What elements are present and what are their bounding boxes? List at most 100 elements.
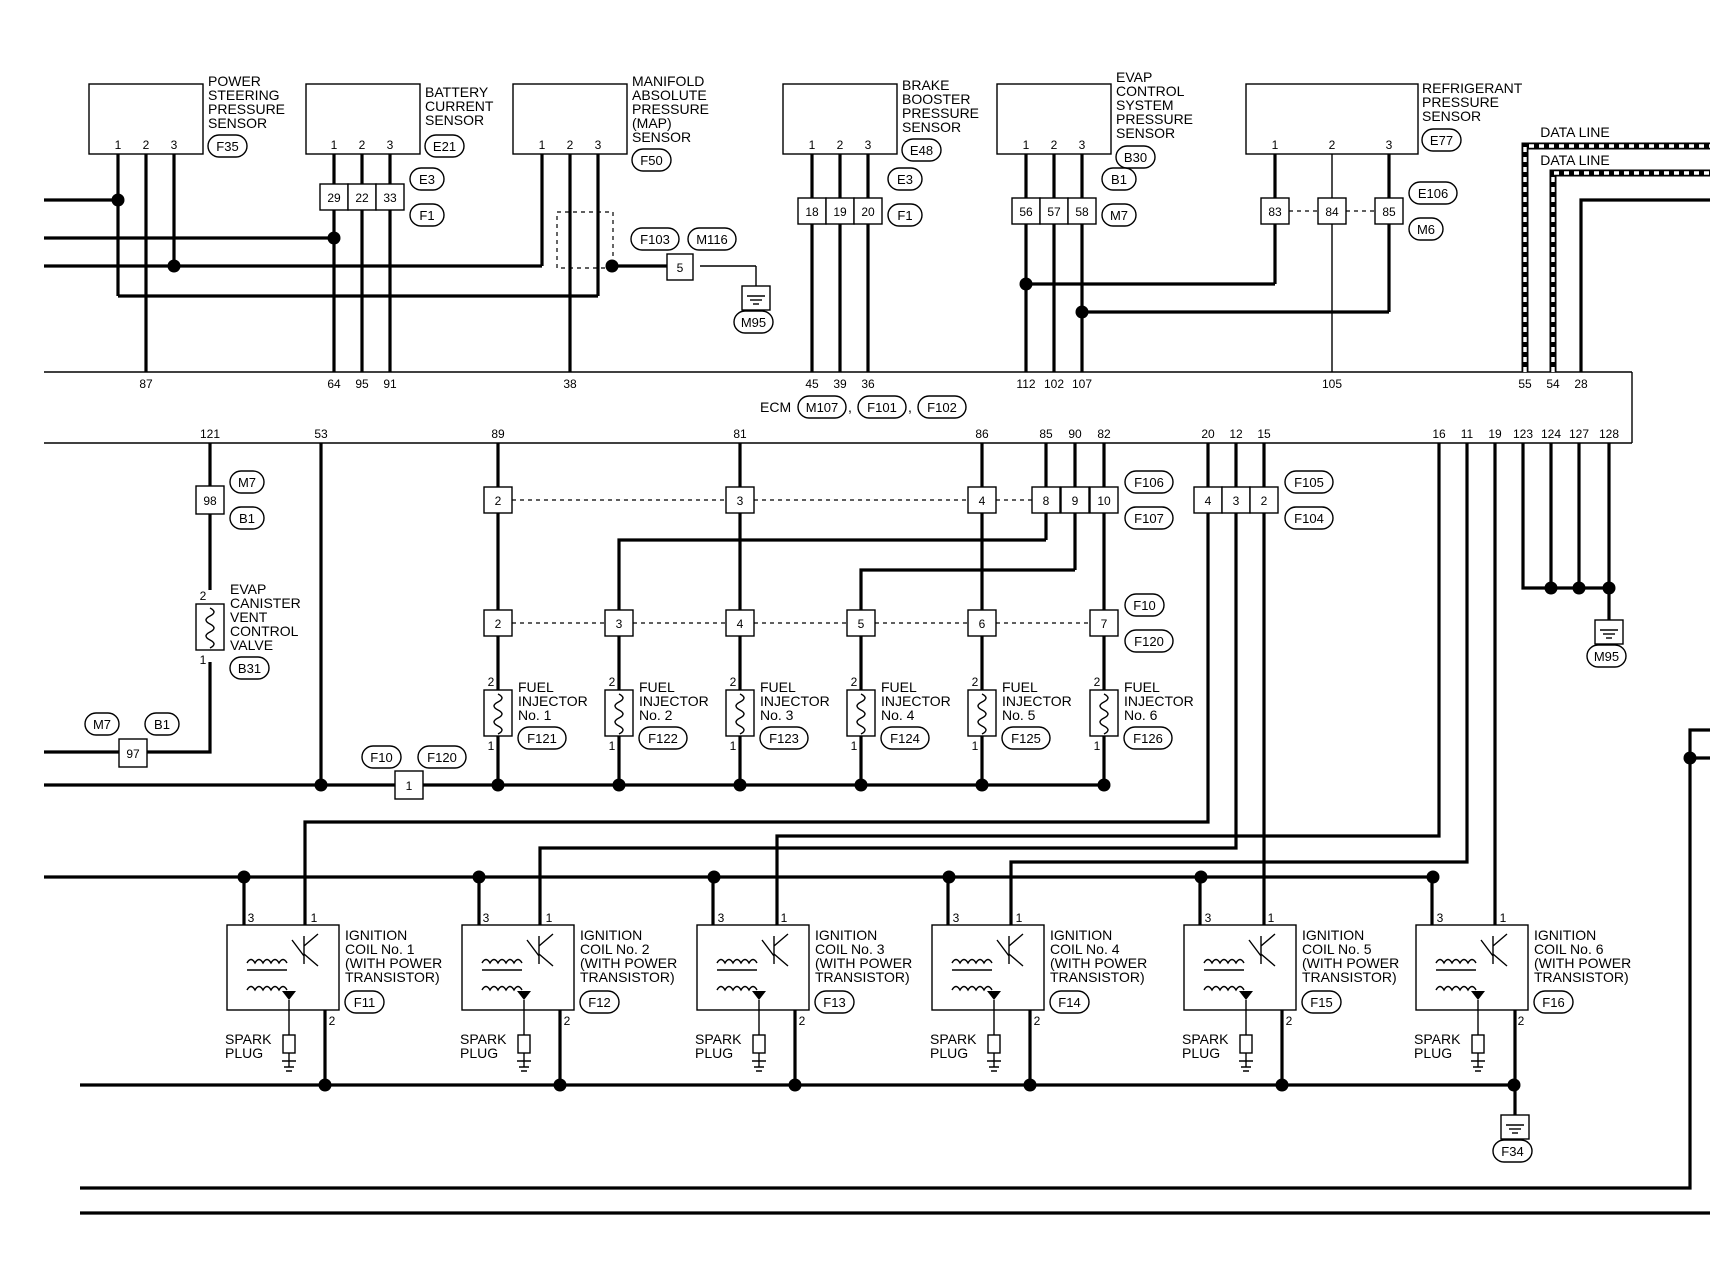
evap-inline-tag: B1 xyxy=(1111,172,1127,187)
ref-inline-tag-outline xyxy=(1408,217,1444,241)
power-transistor-icon xyxy=(1480,933,1508,967)
ignition-coil-pin: 1 xyxy=(311,911,318,925)
injector-lower-pin: 5 xyxy=(858,617,865,631)
spark-diode-icon xyxy=(752,991,766,1000)
fuel-injector-coil-icon xyxy=(977,693,987,735)
ignition-coil-label: TRANSISTOR) xyxy=(1534,969,1629,985)
bb-inline-tag: F1 xyxy=(897,208,912,223)
bb-inline-pin: 19 xyxy=(833,205,847,219)
splice-dot xyxy=(605,259,619,273)
ignition-coil-body xyxy=(461,924,575,1011)
bb-connector-tag-outline xyxy=(901,138,942,162)
splice-dot xyxy=(788,1078,802,1092)
injector-common-tag: F120 xyxy=(427,750,457,765)
ignition-coil-pin: 1 xyxy=(1016,911,1023,925)
ignition-coil-winding-icon xyxy=(1435,985,1477,992)
bc-inline-pin-box xyxy=(319,183,349,211)
injector-lower-pin: 3 xyxy=(616,617,623,631)
injector-lower-tag: F10 xyxy=(1133,598,1155,613)
map-sensor-label: ABSOLUTE xyxy=(632,87,707,103)
coil-ground-label-outline xyxy=(1492,1139,1533,1163)
bc-inline-tag-outline xyxy=(409,203,445,227)
ecm-bottom-terminal: 12 xyxy=(1229,427,1243,441)
ignition-coil-pin: 2 xyxy=(1034,1014,1041,1028)
ignition-coil-label: IGNITION xyxy=(815,927,877,943)
injector-upper-pin: 4 xyxy=(979,494,986,508)
ignition-coil-winding-icon xyxy=(716,958,758,965)
map-ground-tag: F103 xyxy=(640,232,670,247)
ecm-bottom-terminal: 85 xyxy=(1039,427,1053,441)
evap-inline-tag-outline xyxy=(1101,167,1137,191)
evap-vent-relay-pin-box xyxy=(195,485,225,515)
splice-dot xyxy=(1683,751,1697,765)
map-sensor-label: PRESSURE xyxy=(632,101,709,117)
ecm-top-terminal: 64 xyxy=(327,377,341,391)
ecm-top-terminal: 45 xyxy=(805,377,819,391)
ignition-coil-label: IGNITION xyxy=(1534,927,1596,943)
injector-lower-tag-outline xyxy=(1124,629,1174,653)
fuel-injector-label: No. 6 xyxy=(1124,707,1158,723)
power-transistor-icon xyxy=(996,933,1024,967)
ignition-coil-label: TRANSISTOR) xyxy=(580,969,675,985)
bb-inline-pin-box xyxy=(853,197,883,225)
bb-sensor-label: SENSOR xyxy=(902,119,961,135)
fuel-injector-pin: 2 xyxy=(730,675,737,689)
splice-dot xyxy=(314,778,328,792)
injector-lower-pin-box xyxy=(483,609,513,637)
ignition-coil-pin: 2 xyxy=(329,1014,336,1028)
ref-connector-tag-outline xyxy=(1421,128,1462,152)
fuel-injector-label: FUEL xyxy=(639,679,675,695)
injector-lower-tag-outline xyxy=(1124,593,1165,617)
evap-inline-tag: M7 xyxy=(1110,208,1128,223)
bb-sensor-label: PRESSURE xyxy=(902,105,979,121)
splice-dot xyxy=(327,231,341,245)
map-ground-tag: M116 xyxy=(696,232,728,247)
splice-dot xyxy=(1275,1078,1289,1092)
bb-inline-pin: 18 xyxy=(805,205,819,219)
splice-dot xyxy=(1602,581,1616,595)
evap-connector-tag: B30 xyxy=(1124,150,1147,165)
ecm-connector-tag-outline xyxy=(857,395,907,419)
ignition-coil-label: COIL No. 6 xyxy=(1534,941,1604,957)
fuel-injector-connector-outline xyxy=(517,726,567,750)
evap-vent-tag: M7 xyxy=(238,475,256,490)
spark-plug-label: SPARK xyxy=(1414,1031,1461,1047)
ignition-coil-connector: F16 xyxy=(1542,995,1564,1010)
bc-sensor-label: CURRENT xyxy=(425,98,494,114)
spark-plug-icon xyxy=(282,1034,296,1054)
fuel-injector-body xyxy=(483,689,513,737)
injector-lower-pin: 4 xyxy=(737,617,744,631)
bb-sensor-label: BOOSTER xyxy=(902,91,970,107)
ecm-bottom-terminal: 90 xyxy=(1068,427,1082,441)
ecm-connector-tag: F102 xyxy=(927,400,957,415)
evap-vent-connector-outline xyxy=(229,656,270,680)
injector-common-tag-outline xyxy=(417,745,467,769)
ignition-coil-connector: F14 xyxy=(1058,995,1080,1010)
fuel-injector-connector-outline xyxy=(638,726,688,750)
bc-inline-tag: E3 xyxy=(419,172,435,187)
bb-sensor-label: BRAKE xyxy=(902,77,949,93)
fuel-injector-label: INJECTOR xyxy=(760,693,830,709)
ecm-bottom-terminal: 86 xyxy=(975,427,989,441)
ignition-coil-pin: 3 xyxy=(483,911,490,925)
power-transistor-icon xyxy=(1248,933,1276,967)
power-transistor-icon xyxy=(291,933,319,967)
map-pin-label: 1 xyxy=(539,138,546,152)
ps-sensor-label: STEERING xyxy=(208,87,280,103)
ecm-bottom-terminal: 16 xyxy=(1432,427,1446,441)
evap-vent-valve-body xyxy=(195,603,225,651)
ignition-coil-label: (WITH POWER xyxy=(1050,955,1147,971)
ignition-coil-pin: 1 xyxy=(1500,911,1507,925)
map-ground-tag-outline xyxy=(687,227,737,251)
ref-sensor-label: PRESSURE xyxy=(1422,94,1499,110)
ecm-bottom-terminal: 124 xyxy=(1541,427,1561,441)
bc-inline-pin: 29 xyxy=(327,191,341,205)
ignition-coil-pin: 1 xyxy=(1268,911,1275,925)
ignition-coil-connector: F11 xyxy=(354,995,375,1010)
bc-pin-label: 2 xyxy=(359,138,366,152)
injector-upper-pin-box xyxy=(483,486,513,514)
injector-common-tag: F10 xyxy=(370,750,392,765)
map-pin-label: 2 xyxy=(567,138,574,152)
splice-dot xyxy=(1507,1078,1521,1092)
splice-dot xyxy=(975,778,989,792)
